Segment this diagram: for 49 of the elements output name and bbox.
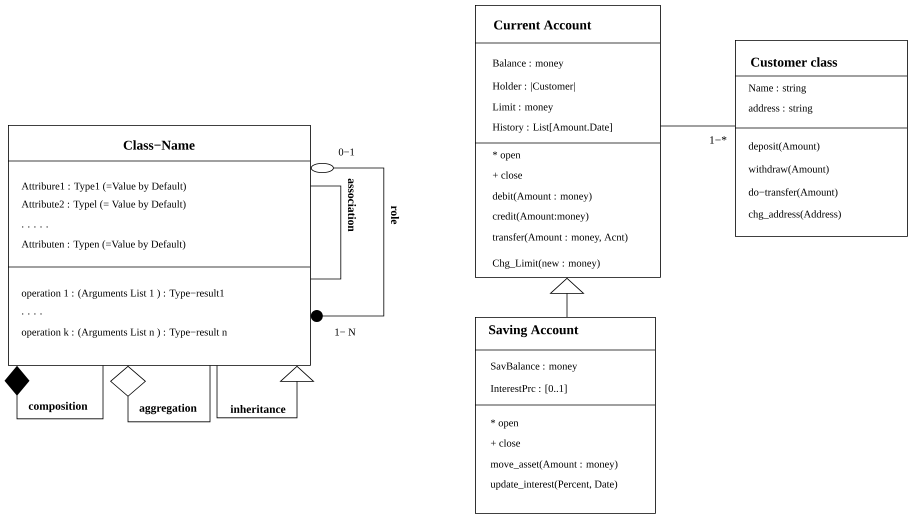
operation-text: deposit(Amount) bbox=[748, 142, 820, 152]
attribute-text: Limit : money bbox=[492, 103, 554, 113]
operation-text: * open bbox=[490, 419, 518, 429]
operation-text: chg_address(Address) bbox=[748, 210, 841, 220]
operation-text: * open bbox=[492, 151, 520, 161]
attribute-text: History : List[Amount.Date] bbox=[492, 123, 612, 133]
operation-text: + close bbox=[490, 439, 520, 447]
class-box bbox=[474, 317, 656, 514]
attribute-text: Attributen : Typen (=Value by Default) bbox=[22, 240, 186, 250]
role-line bbox=[310, 163, 384, 322]
class-name: Saving Account bbox=[489, 324, 578, 338]
attribute-text: Attribute2 : Typel (= Value by Default) bbox=[22, 200, 186, 210]
attribute-text: Attribure1 : Type1 (=Value by Default) bbox=[22, 182, 186, 192]
multiplicity-label: 0−1 bbox=[338, 148, 354, 156]
aggregation-line bbox=[110, 365, 210, 422]
attribute-text: Holder : |Customer| bbox=[492, 82, 575, 92]
attribute-text: InterestPrc : [0..1] bbox=[490, 384, 567, 394]
operation-text: transfer(Amount : money, Acnt) bbox=[492, 233, 628, 243]
class-name: Customer class bbox=[751, 57, 838, 67]
class-box bbox=[734, 40, 908, 237]
attribute-text: Balance : money bbox=[492, 59, 564, 69]
association-line bbox=[310, 186, 342, 280]
operation-text: withdraw(Amount) bbox=[748, 165, 829, 175]
class-name: Class−Name bbox=[124, 140, 195, 150]
operation-text: debit(Amount : money) bbox=[492, 192, 592, 202]
operation-text: + close bbox=[492, 171, 522, 179]
attribute-text: Name : string bbox=[748, 84, 806, 94]
operation-text: operation k : (Arguments List n ) : Type−result n bbox=[22, 328, 227, 338]
operation-text: . . . . bbox=[22, 313, 42, 315]
operation-text: Chg_Limit(new : money) bbox=[492, 259, 600, 269]
edge-label: aggregation bbox=[140, 404, 197, 414]
edge-label: role bbox=[390, 206, 400, 224]
class-box bbox=[474, 5, 661, 278]
edge-label: composition bbox=[28, 402, 88, 412]
edge-label: 1−* bbox=[710, 136, 726, 144]
edge-label: association bbox=[348, 178, 356, 232]
class-box bbox=[8, 125, 311, 366]
multiplicity-label: 1− N bbox=[335, 328, 356, 336]
attribute-text: address : string bbox=[748, 104, 812, 114]
composition-line bbox=[4, 365, 104, 420]
operation-text: move_asset(Amount : money) bbox=[490, 460, 618, 470]
operation-text: operation 1 : (Arguments List 1 ) : Type−result1 bbox=[22, 289, 224, 299]
operation-text: do−transfer(Amount) bbox=[748, 188, 838, 198]
edge-label: inheritance bbox=[230, 404, 286, 414]
attribute-text: . . . . . bbox=[22, 226, 48, 228]
operation-text: credit(Amount:money) bbox=[492, 212, 588, 222]
operation-text: update_interest(Percent, Date) bbox=[490, 480, 618, 490]
attribute-text: SavBalance : money bbox=[491, 362, 578, 372]
class-name: Current Account bbox=[494, 20, 592, 30]
